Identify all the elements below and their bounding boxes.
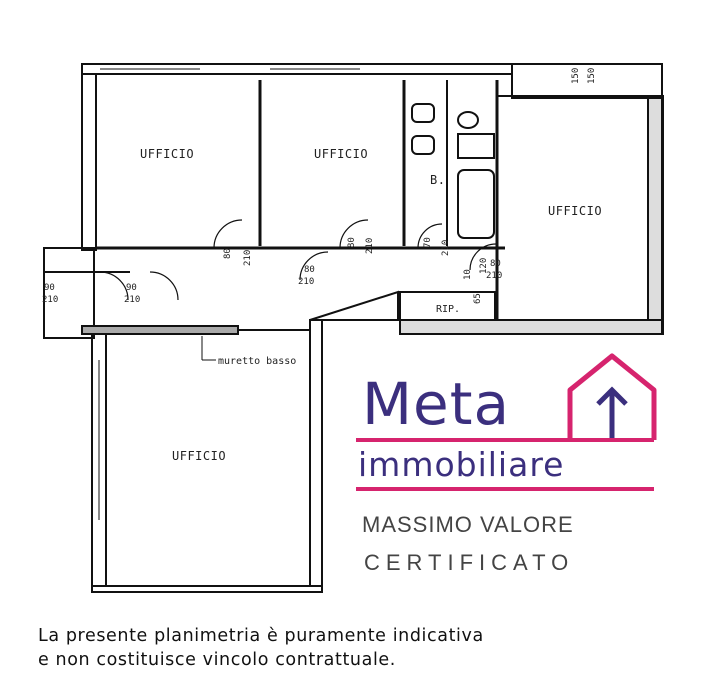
wall-right-hatch [647, 97, 663, 335]
dim-door-4-width: 80 [304, 265, 315, 275]
door-swing-6 [99, 271, 129, 301]
logo-tagline-2: CERTIFICATO [364, 550, 574, 575]
door-swing-7 [149, 271, 179, 301]
dim-door-6-width: 90 [126, 283, 137, 293]
dim-door-2-width: 80 [347, 237, 357, 248]
door-swing-2 [339, 219, 369, 249]
disclaimer-line-1: La presente planimetria è puramente indi… [38, 626, 484, 646]
disclaimer-line-2: e non costituisce vincolo contrattuale. [38, 650, 396, 670]
dim-col-120: 120 [479, 258, 489, 274]
dim-top-150b: 150 [587, 68, 597, 84]
sink-1 [411, 103, 435, 123]
room-label-office-top-left: UFFICIO [140, 147, 194, 161]
dim-col-65: 65 [473, 293, 483, 304]
sink-2 [411, 135, 435, 155]
room-label-office-top-middle: UFFICIO [314, 147, 368, 161]
dim-door-1-width: 80 [223, 248, 233, 259]
meta-immobiliare-logo: Meta immobiliare MASSIMO VALORE CERTIFIC… [356, 353, 657, 575]
wall-bottom-right [309, 319, 323, 593]
bathtub [457, 169, 495, 239]
logo-name: Meta [362, 370, 510, 438]
disclaimer: La presente planimetria è puramente indi… [38, 624, 698, 672]
dim-door-1-height: 210 [243, 250, 253, 266]
logo-tagline-1: MASSIMO VALORE [362, 512, 574, 537]
dim-door-4-height: 210 [298, 277, 314, 287]
dim-door-5-height: 210 [42, 295, 58, 305]
logo-subtitle: immobiliare [358, 445, 564, 484]
room-label-storage: RIP. [436, 304, 460, 315]
shower [457, 133, 495, 159]
dim-door-3-width: 70 [423, 237, 433, 248]
dim-door-3-height: 210 [441, 240, 451, 256]
dim-top-150a: 150 [571, 68, 581, 84]
wall-entry-left [43, 247, 95, 339]
wall-bottom-base [91, 585, 323, 593]
wall-left-upper [81, 73, 97, 251]
door-swing-4 [299, 251, 329, 281]
dim-door-7-width: 80 [490, 259, 501, 269]
wc-1 [457, 111, 479, 129]
dim-door-2-height: 210 [365, 238, 375, 254]
wall-top-right [511, 63, 663, 99]
entry-ramp [309, 290, 399, 321]
room-label-office-bottom: UFFICIO [172, 449, 226, 463]
door-swing-5 [469, 243, 497, 271]
room-label-office-right: UFFICIO [548, 204, 602, 218]
logo-house-icon [567, 353, 657, 440]
door-swing-1 [213, 219, 243, 249]
dim-door-6-height: 210 [124, 295, 140, 305]
wall-right-bottom [399, 319, 663, 335]
dim-col-10: 10 [463, 269, 473, 280]
floor-plan: UFFICIO UFFICIO UFFICIO UFFICIO B. RIP. … [42, 63, 664, 593]
wall-muretto [81, 325, 239, 335]
dim-door-7-height: 210 [486, 271, 502, 281]
logo-arrow-head [596, 386, 628, 406]
room-label-bath: B. [430, 173, 445, 187]
storage-box [399, 291, 496, 321]
dim-door-5-width: 90 [44, 283, 55, 293]
low-wall-annotation: muretto basso [218, 356, 296, 367]
door-swing-3 [417, 223, 443, 249]
